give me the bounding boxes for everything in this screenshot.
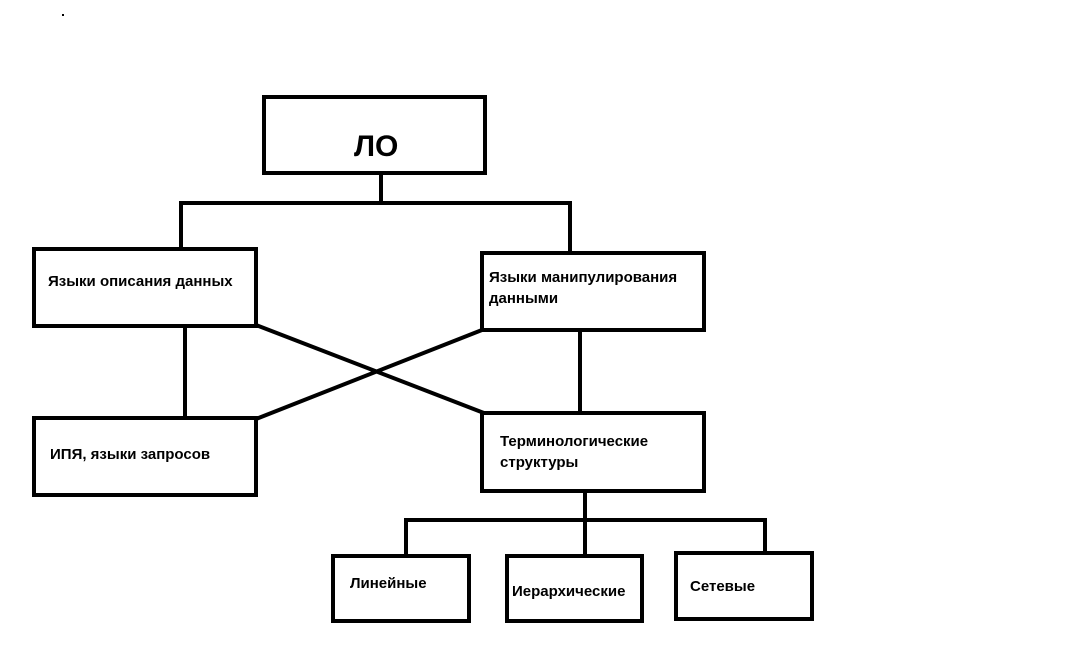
- node-linear-label: Линейные: [350, 575, 427, 592]
- node-ipl-queries-label: ИПЯ, языки запросов: [50, 446, 211, 463]
- node-data-definition: Языки описания данных: [32, 247, 258, 328]
- node-ipl-queries: ИПЯ, языки запросов: [32, 416, 258, 497]
- node-hierarchical-label: Иерархические: [512, 583, 626, 600]
- node-terminological: Терминологические структуры: [480, 411, 706, 493]
- node-hierarchical: Иерархические: [505, 554, 644, 623]
- node-terminological-label: Терминологические структуры: [500, 433, 649, 471]
- node-network-label: Сетевые: [690, 578, 756, 595]
- node-linear: Линейные: [331, 554, 471, 623]
- stray-dot: [62, 14, 64, 16]
- node-data-manipulation: Языки манипулирования данными: [480, 251, 706, 332]
- edge-data-definition-to-terminological: [253, 322, 487, 416]
- node-network: Сетевые: [674, 551, 814, 621]
- node-data-definition-label: Языки описания данных: [48, 273, 233, 290]
- node-data-manipulation-label: Языки манипулирования данными: [489, 269, 678, 307]
- node-root-label: ЛО: [354, 130, 399, 163]
- edge-data-manipulation-to-ipl: [253, 327, 485, 422]
- node-root: ЛО: [262, 95, 487, 175]
